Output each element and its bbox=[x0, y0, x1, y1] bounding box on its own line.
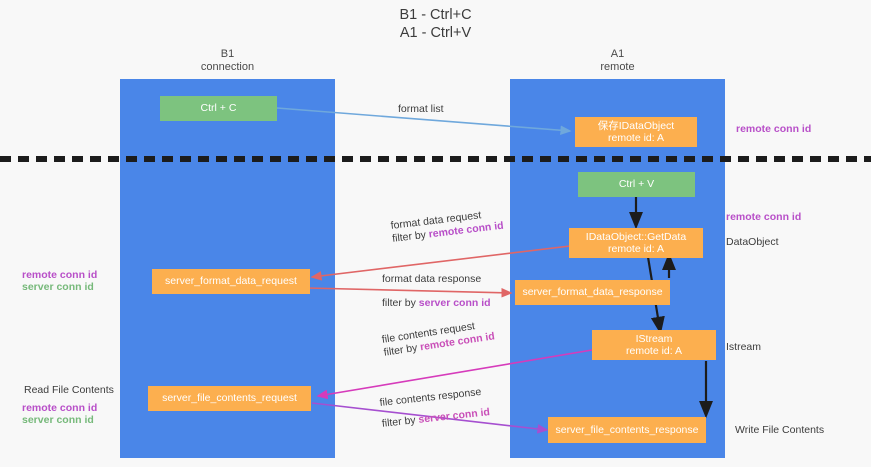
node-server-file-contents-request-label: server_file_contents_request bbox=[162, 392, 297, 405]
node-server-file-contents-response[interactable]: server_file_contents_response bbox=[548, 417, 706, 443]
page-title: B1 - Ctrl+C A1 - Ctrl+V bbox=[0, 6, 871, 42]
node-ctrl-v[interactable]: Ctrl + V bbox=[578, 172, 695, 197]
filter-by-prefix-4: filter by bbox=[381, 413, 420, 430]
node-idataobject-getdata-line1: IDataObject::GetData bbox=[585, 230, 687, 243]
title-line-2: A1 - Ctrl+V bbox=[399, 25, 472, 41]
node-idataobject-getdata-line2: remote id: A bbox=[607, 243, 665, 255]
annotation-remote-conn-id-left-2: remote conn id bbox=[22, 402, 98, 414]
column-header-b1-line2: connection bbox=[200, 61, 255, 73]
edge-format-data-request bbox=[310, 245, 571, 281]
annotation-remote-conn-id-top: remote conn id bbox=[736, 123, 812, 135]
node-server-file-contents-request[interactable]: server_file_contents_request bbox=[148, 386, 311, 411]
node-ctrl-c-line1: Ctrl + C bbox=[200, 102, 237, 115]
annotation-dataobject: DataObject bbox=[726, 236, 779, 248]
node-save-idataobject[interactable]: 保存IDataObject remote id: A bbox=[575, 117, 697, 147]
node-server-format-data-response-label: server_format_data_response bbox=[522, 286, 663, 299]
node-ctrl-v-line1: Ctrl + V bbox=[618, 178, 655, 191]
node-save-idataobject-line1: 保存IDataObject bbox=[597, 119, 675, 132]
node-save-idataobject-line2: remote id: A bbox=[607, 132, 665, 144]
node-idataobject-getdata[interactable]: IDataObject::GetData remote id: A bbox=[569, 228, 703, 258]
edge-label-format-data-response-text: format data response bbox=[382, 273, 482, 285]
edge-format-data-response bbox=[306, 287, 513, 298]
annotation-server-conn-id-left-2: server conn id bbox=[22, 414, 94, 426]
column-header-a1-line1: A1 bbox=[610, 48, 625, 60]
filter-by-value-2: server conn id bbox=[418, 297, 491, 309]
edge-label-format-data-response: format data response filter by server co… bbox=[382, 273, 491, 310]
node-server-format-data-request[interactable]: server_format_data_request bbox=[152, 269, 310, 294]
annotation-write-file-contents: Write File Contents bbox=[735, 424, 825, 436]
node-ctrl-c[interactable]: Ctrl + C bbox=[160, 96, 277, 121]
title-line-1: B1 - Ctrl+C bbox=[399, 7, 472, 23]
node-server-format-data-request-label: server_format_data_request bbox=[165, 275, 297, 288]
edge-label-format-list: format list bbox=[398, 103, 444, 116]
edge-file-contents-request bbox=[316, 349, 593, 400]
column-header-b1-line1: B1 bbox=[220, 48, 235, 60]
edge-label-format-list-text: format list bbox=[398, 103, 444, 115]
annotation-remote-conn-id-left: remote conn id bbox=[22, 269, 98, 281]
column-header-a1: A1 remote bbox=[510, 48, 725, 74]
annotation-read-file-contents: Read File Contents bbox=[24, 384, 114, 396]
annotation-remote-conn-id-mid: remote conn id bbox=[726, 211, 802, 223]
node-istream-line2: remote id: A bbox=[625, 345, 683, 357]
column-header-a1-line2: remote bbox=[600, 61, 635, 73]
edge-file-contents-response bbox=[311, 402, 549, 434]
column-header-b1: B1 connection bbox=[120, 48, 335, 74]
edge-format-list bbox=[276, 107, 572, 136]
annotation-server-conn-id-left: server conn id bbox=[22, 281, 94, 293]
node-istream-line1: IStream bbox=[635, 332, 673, 345]
node-istream[interactable]: IStream remote id: A bbox=[592, 330, 716, 360]
filter-by-prefix-2: filter by bbox=[382, 297, 419, 309]
annotation-istream: Istream bbox=[726, 341, 762, 353]
node-server-format-data-response[interactable]: server_format_data_response bbox=[515, 280, 670, 305]
node-server-file-contents-response-label: server_file_contents_response bbox=[555, 423, 699, 436]
edge-label-format-data-response-filter: filter by server conn id bbox=[382, 297, 491, 310]
